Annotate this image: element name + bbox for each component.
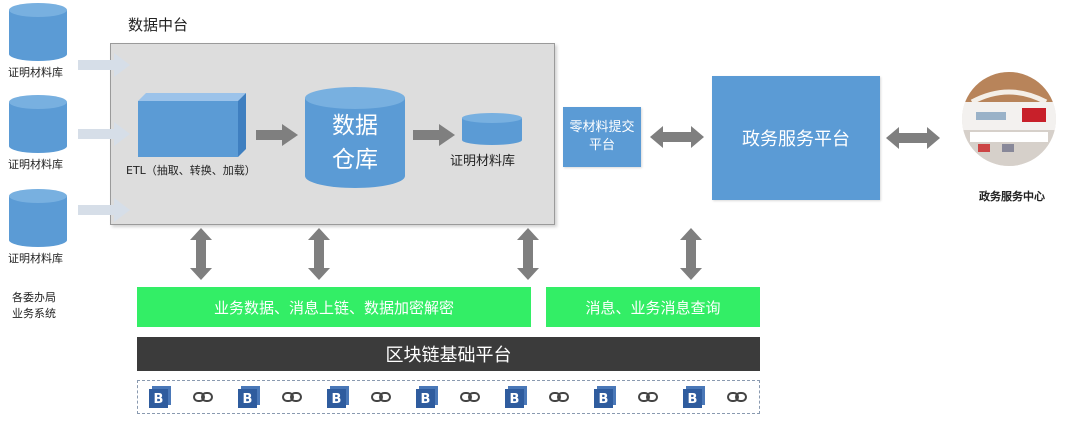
blockchain-data-service-bar: 业务数据、消息上链、数据加密解密 xyxy=(137,287,531,327)
svg-text:B: B xyxy=(510,392,520,407)
message-query-bar: 消息、业务消息查询 xyxy=(546,287,760,327)
svg-text:B: B xyxy=(599,392,609,407)
chain-link-icon xyxy=(549,391,569,403)
vertical-double-arrow-icon xyxy=(517,228,539,280)
svg-text:B: B xyxy=(154,392,164,407)
source-systems-label: 各委办局 业务系统 xyxy=(12,291,56,320)
chain-link-icon xyxy=(727,391,747,403)
source-db-1-label: 证明材料库 xyxy=(8,66,63,79)
database-icon xyxy=(9,95,67,153)
database-icon xyxy=(462,113,522,145)
source-db-1 xyxy=(8,2,68,62)
source-db-2-label: 证明材料库 xyxy=(8,158,63,171)
cert-db xyxy=(461,112,523,146)
etl-box xyxy=(138,93,246,157)
warehouse-label-1: 数据 xyxy=(332,113,378,139)
gov-service-platform: 政务服务平台 xyxy=(712,76,880,200)
input-arrows xyxy=(78,53,130,222)
cert-db-label: 证明材料库 xyxy=(450,154,516,169)
chain-link-icon xyxy=(460,391,480,403)
block-icon: B xyxy=(149,386,171,408)
double-arrow-icon xyxy=(650,126,704,148)
chain-link-icon xyxy=(371,391,391,403)
vertical-double-arrow-icon xyxy=(190,228,212,280)
gov-service-center-label: 政务服务中心 xyxy=(979,190,1045,203)
block-icon: B xyxy=(238,386,260,408)
database-icon xyxy=(9,3,67,61)
blockchain-strip xyxy=(137,380,760,414)
block-icon: B xyxy=(416,386,438,408)
zero-material-platform: 零材料提交平台 xyxy=(563,107,641,167)
data-warehouse xyxy=(303,86,407,190)
chain-link-icon xyxy=(282,391,302,403)
database-icon xyxy=(9,189,67,247)
arrow-right-icon xyxy=(413,124,455,146)
source-db-2 xyxy=(8,94,68,154)
source-db-3 xyxy=(8,188,68,248)
block-icon: B xyxy=(594,386,616,408)
warehouse-cylinder-icon xyxy=(305,87,405,188)
blockchain-base-platform: 区块链基础平台 xyxy=(137,337,760,371)
svg-text:B: B xyxy=(332,392,342,407)
vertical-double-arrow-icon xyxy=(680,228,702,280)
svg-text:B: B xyxy=(421,392,431,407)
block-icon: B xyxy=(327,386,349,408)
svg-text:B: B xyxy=(243,392,253,407)
arrow-right-icon xyxy=(256,124,298,146)
gov-service-center-photo xyxy=(962,72,1056,166)
double-arrow-icon xyxy=(886,127,940,149)
etl-block-icon xyxy=(138,93,246,157)
warehouse-label-2: 仓库 xyxy=(332,147,378,173)
platform-title: 数据中台 xyxy=(128,16,189,34)
chain-link-icon xyxy=(193,391,213,403)
svg-text:B: B xyxy=(688,392,698,407)
block-icon: B xyxy=(505,386,527,408)
service-hall-image xyxy=(962,72,1056,166)
source-db-3-label: 证明材料库 xyxy=(8,252,63,265)
vertical-double-arrow-icon xyxy=(308,228,330,280)
block-icon: B xyxy=(683,386,705,408)
etl-label: ETL（抽取、转换、加载） xyxy=(126,164,256,177)
chain-link-icon xyxy=(638,391,658,403)
